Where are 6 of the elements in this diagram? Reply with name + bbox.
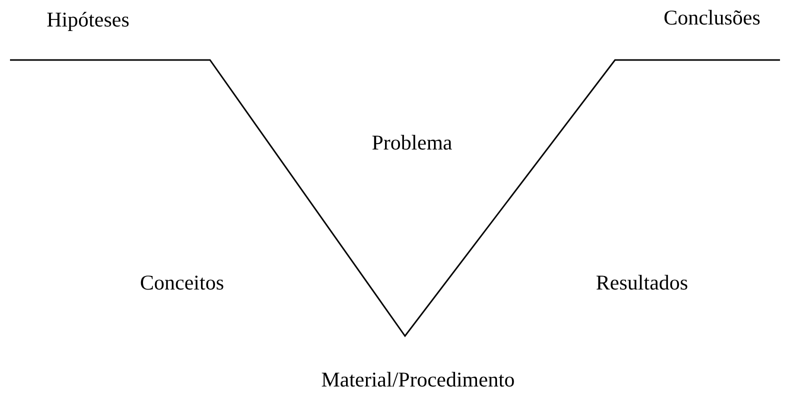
- v-diagram-label: Hipóteses: [46, 7, 130, 33]
- v-diagram-label: Resultados: [596, 270, 688, 296]
- v-diagram-label: Problema: [372, 130, 452, 156]
- v-diagram-label: Conceitos: [140, 270, 224, 296]
- v-diagram-label: Material/Procedimento: [321, 367, 515, 393]
- v-diagram-label: Conclusões: [664, 5, 760, 31]
